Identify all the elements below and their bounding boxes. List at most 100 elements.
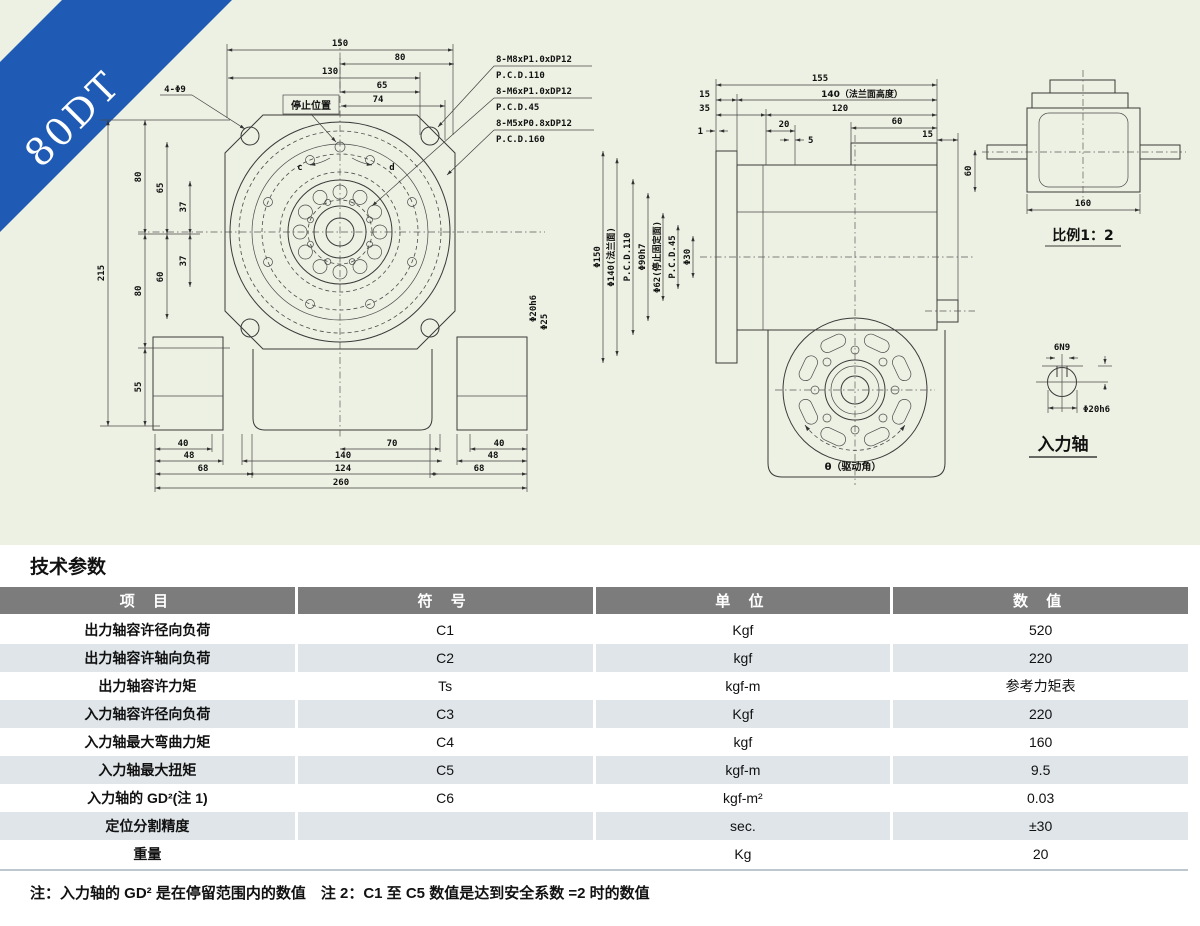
dim: 40	[494, 439, 505, 449]
table-row: 入力轴的 GD²(注 1) C6 kgf-m² 0.03	[0, 784, 1188, 812]
callout-text: 8-M5xP0.8xDP12	[496, 119, 572, 129]
callout-text: 8-M6xP1.0xDP12	[496, 87, 572, 97]
param-value: 220	[893, 700, 1188, 728]
shaft-dia-dim: Φ20h6	[1083, 405, 1110, 415]
param-item: 出力轴容许轴向负荷	[0, 644, 295, 672]
thread-callouts: 8-M8xP1.0xDP12 P.C.D.110 8-M6xP1.0xDP12 …	[371, 55, 594, 207]
dim: 60	[892, 117, 903, 127]
stop-position-label: 停止位置	[291, 99, 331, 112]
col-header-symbol: 符 号	[297, 587, 593, 614]
dim: 1	[698, 127, 703, 137]
param-value: 参考力矩表	[1005, 678, 1076, 694]
col-header-unit: 单 位	[595, 587, 891, 614]
drawing-background	[0, 0, 1200, 545]
dim: 60	[156, 272, 166, 283]
param-value: 0.03	[1027, 790, 1055, 806]
front-shaft-dia1: Φ20h6	[529, 295, 539, 322]
param-unit: Kgf	[595, 700, 891, 728]
param-symbol	[298, 840, 593, 868]
dir-c-label: c	[297, 163, 302, 173]
dim: 68	[198, 464, 209, 474]
param-item: 入力轴的 GD²(注 1)	[87, 790, 208, 806]
callout-text: P.C.D.110	[496, 71, 545, 81]
param-value: 20	[1032, 846, 1049, 862]
param-item: 入力轴最大扭矩	[0, 756, 295, 784]
dim: 5	[808, 136, 813, 146]
table-row: 入力轴最大弯曲力矩 C4 kgf 160	[0, 728, 1188, 756]
dim: 140（法兰面高度）	[821, 88, 903, 100]
param-unit: sec.	[595, 812, 891, 840]
scale-view: 160 60 比例1：2	[964, 70, 1186, 247]
param-symbol: C5	[297, 756, 593, 784]
table-row: 出力轴容许力矩 Ts kgf-m 参考力矩表	[0, 672, 1188, 700]
dim: 120	[832, 104, 848, 114]
dim: 35	[699, 104, 710, 114]
param-unit: Kg	[734, 846, 752, 862]
dia-label: Φ90h7	[638, 243, 648, 270]
footnote: 注：入力轴的 GD² 是在停留范围内的数值 注 2：C1 至 C5 数值是达到安…	[30, 885, 650, 902]
dim: 160	[1075, 199, 1091, 209]
callout-text: P.C.D.160	[496, 135, 545, 145]
dir-d-label: d	[389, 163, 394, 173]
col-header-value: 数 值	[893, 587, 1188, 614]
param-value: 520	[1028, 622, 1053, 638]
dia-label: Φ30	[683, 249, 693, 265]
dim: 37	[179, 256, 189, 267]
param-symbol: C3	[297, 700, 593, 728]
dia-label: Φ62(停止固定面)	[651, 221, 663, 293]
param-symbol: C2	[297, 644, 593, 672]
dia-label: P.C.D.110	[623, 233, 633, 282]
param-item: 出力轴容许径向负荷	[84, 622, 211, 638]
table-row: 出力轴容许轴向负荷 C2 kgf 220	[0, 644, 1188, 672]
param-item: 出力轴容许力矩	[98, 678, 197, 694]
dim: 48	[184, 451, 195, 461]
table-row: 入力轴最大扭矩 C5 kgf-m 9.5	[0, 756, 1188, 784]
dim: 48	[488, 451, 499, 461]
param-value: 9.5	[893, 756, 1188, 784]
dim: 68	[474, 464, 485, 474]
dim: 124	[335, 464, 352, 474]
param-item: 重量	[133, 846, 162, 862]
parameters-table: 项 目 符 号 单 位 数 值 出力轴容许径向负荷 C1 Kgf 520 出力轴…	[0, 587, 1188, 871]
input-shaft-title: 入力轴	[1038, 434, 1089, 455]
dim: 15	[699, 90, 710, 100]
dia-label: Φ140(法兰面)	[605, 227, 617, 287]
dim: 80	[134, 286, 144, 297]
front-holes-label: 4-Φ9	[164, 85, 186, 95]
keyway-dim: 6N9	[1054, 343, 1070, 353]
dim: 55	[134, 382, 144, 393]
front-view: c d 停止位置 4-Φ9 150 80 130 65	[97, 38, 594, 492]
dim: 74	[373, 95, 384, 105]
dim: 155	[812, 74, 828, 84]
dim: 150	[332, 39, 348, 49]
table-row: 重量 Kg 20	[0, 840, 1188, 868]
param-symbol	[297, 812, 593, 840]
table-row: 定位分割精度 sec. ±30	[0, 812, 1188, 840]
param-symbol: C1	[436, 622, 455, 638]
param-symbol: C4	[436, 734, 455, 750]
technical-drawing: 80DT	[0, 0, 1200, 545]
dia-label: P.C.D.45	[668, 235, 678, 278]
param-symbol: Ts	[438, 678, 453, 694]
dim: 80	[134, 172, 144, 183]
dia-label: Φ150	[593, 246, 603, 268]
input-shaft-view: 6N9 Φ20h6 入力轴	[1029, 343, 1112, 458]
dim: 215	[97, 265, 107, 281]
scale-caption: 比例1：2	[1052, 227, 1113, 244]
param-value: 220	[893, 644, 1188, 672]
dim: 15	[922, 130, 933, 140]
section-title: 技术参数	[30, 557, 107, 578]
param-item: 入力轴容许径向负荷	[0, 700, 295, 728]
front-shaft-dia2: Φ25	[540, 314, 550, 330]
callout-text: 8-M8xP1.0xDP12	[496, 55, 572, 65]
param-unit: kgf-m²	[723, 790, 763, 806]
param-symbol: C6	[436, 790, 455, 806]
table-row: 入力轴容许径向负荷 C3 Kgf 220	[0, 700, 1188, 728]
param-unit: kgf-m	[595, 756, 891, 784]
dim: 65	[156, 183, 166, 194]
param-item: 定位分割精度	[0, 812, 295, 840]
param-item: 入力轴最大弯曲力矩	[84, 734, 211, 750]
callout-text: P.C.D.45	[496, 103, 539, 113]
dim: 20	[779, 120, 790, 130]
